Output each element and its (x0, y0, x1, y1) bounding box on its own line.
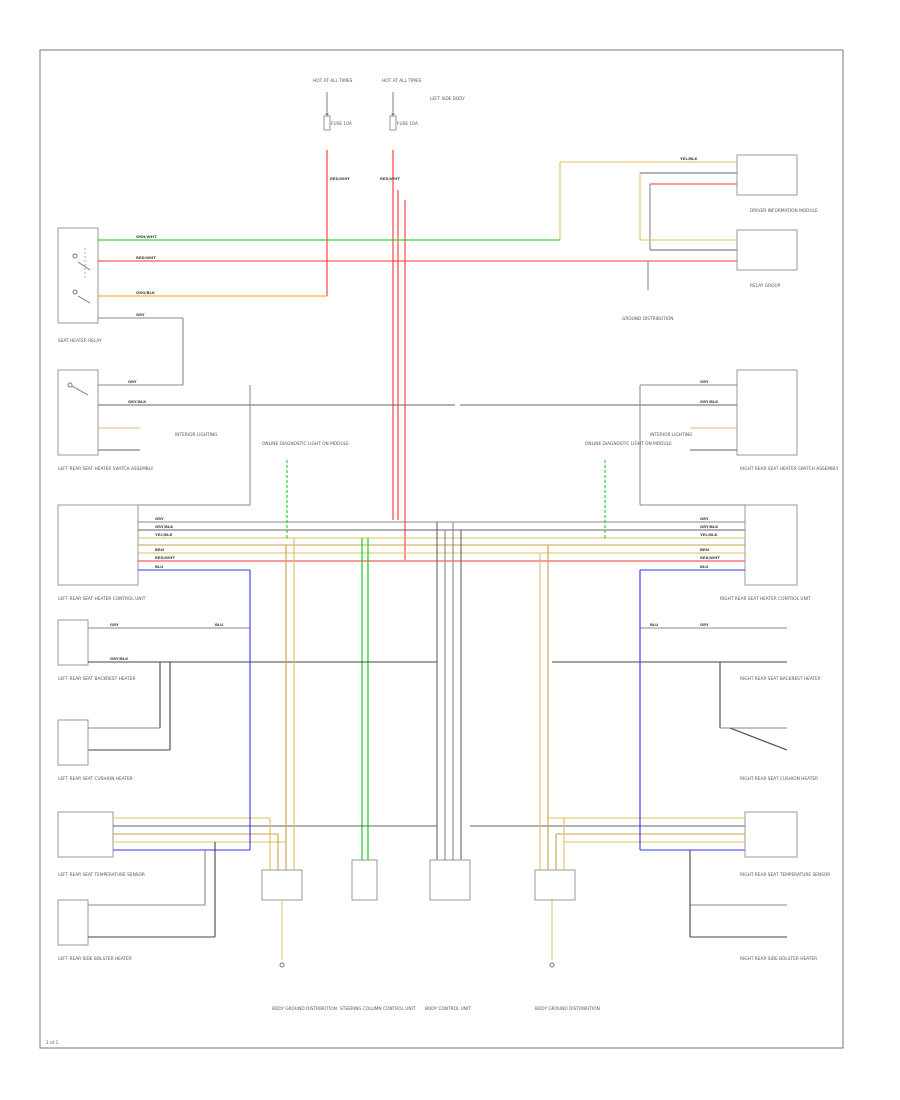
wire-code-yellow-top: YEL/BLK (679, 156, 698, 161)
power-feed-right: HOT AT ALL TIMES FUSE 10A LEFT SIDE BODY… (380, 78, 465, 560)
power-feed-left: HOT AT ALL TIMES FUSE 10A RED/WHT (313, 78, 353, 296)
hot-label-left: HOT AT ALL TIMES (313, 78, 353, 84)
page-id: 1 of 1 (46, 1040, 59, 1046)
ground-top-label: GROUND DISTRIBUTION (622, 316, 674, 322)
wire-code-orange: ORG/BLK (136, 290, 156, 295)
side-note: LEFT SIDE BODY (430, 96, 465, 102)
driver-module-label: DRIVER INFORMATION MODULE (750, 208, 818, 214)
right-module-tag: ONLINE DIAGNOSTIC LIGHT ON MODULE (585, 441, 672, 447)
svg-text:GRY: GRY (700, 516, 709, 521)
right-control-box (744, 504, 798, 586)
wire-code-red-left: RED/WHT (330, 176, 350, 181)
relay-group-box (736, 229, 798, 271)
bottom-label-4: BODY GROUND DISTRIBUTION (535, 1006, 600, 1012)
svg-text:GRY: GRY (155, 516, 164, 521)
svg-text:GRY: GRY (110, 622, 119, 627)
left-control-label: LEFT REAR SEAT HEATER CONTROL UNIT (58, 596, 146, 602)
relay-group-label: RELAY GROUP (750, 283, 781, 289)
svg-text:GRY/BLK: GRY/BLK (110, 656, 129, 661)
right-switch-box (736, 369, 798, 456)
left-backrest-heater-box (57, 619, 89, 666)
diagram-frame (39, 49, 844, 1049)
driver-information-module: YEL/BLK DRIVER INFORMATION MODULE RELAY … (559, 154, 818, 322)
seat-heater-relay: SEAT HEATER RELAY GRN/WHT RED/WHT ORG/BL… (57, 227, 737, 385)
fuse-label-left: FUSE 10A (331, 121, 352, 127)
center-trunk-wires (361, 522, 462, 860)
svg-text:GRY: GRY (700, 622, 709, 627)
wire-code-gray-relay: GRY (136, 312, 145, 317)
left-switch-box (57, 369, 99, 456)
left-cushion-label: LEFT REAR SEAT CUSHION HEATER (58, 776, 133, 782)
svg-text:GRY: GRY (700, 379, 709, 384)
svg-text:RED/WHT: RED/WHT (700, 555, 720, 560)
right-switch-label: RIGHT REAR SEAT HEATER SWITCH ASSEMBLY (740, 466, 839, 472)
bottom-connectors: BODY GROUND DISTRIBUTION STEERING COLUMN… (46, 859, 600, 1046)
svg-text:BLU: BLU (700, 564, 708, 569)
svg-text:YEL/BLK: YEL/BLK (699, 532, 718, 537)
left-temp-sensor-box (57, 811, 114, 858)
wire-code-red-main: RED/WHT (136, 255, 156, 260)
left-backrest-label: LEFT REAR SEAT BACKREST HEATER (58, 676, 135, 682)
svg-text:BRN: BRN (700, 547, 709, 552)
right-temp-sensor-box (744, 811, 798, 858)
relay-box (57, 227, 99, 324)
left-temp-label: LEFT REAR SEAT TEMPERATURE SENSOR (58, 872, 145, 878)
svg-text:GRY/BLK: GRY/BLK (128, 399, 147, 404)
svg-text:RED/WHT: RED/WHT (155, 555, 175, 560)
svg-text:BRN: BRN (155, 547, 164, 552)
left-interior-light-label: INTERIOR LIGHTING (175, 432, 217, 438)
right-rear-switch: GRY GRY/BLK INTERIOR LIGHTING RIGHT REAR… (460, 369, 839, 472)
svg-text:BLU: BLU (215, 622, 223, 627)
bottom-label-2: STEERING COLUMN CONTROL UNIT (340, 1006, 416, 1012)
right-temp-label: RIGHT REAR SEAT TEMPERATURE SENSOR (740, 872, 830, 878)
left-rear-switch: GRY GRY/BLK INTERIOR LIGHTING LEFT REAR … (57, 369, 455, 472)
driver-module-box (736, 154, 798, 196)
left-cushion-heater-box (57, 719, 89, 766)
fuse-label-right: FUSE 10A (397, 121, 418, 127)
right-cushion-label: RIGHT REAR SEAT CUSHION HEATER (740, 776, 818, 782)
left-module-tag: ONLINE DIAGNOSTIC LIGHT ON MODULE (262, 441, 349, 447)
left-control-unit: GRY GRY/BLK YEL/BLK BRN RED/WHT BLU ONLI… (57, 385, 745, 602)
svg-text:GRY/BLK: GRY/BLK (700, 524, 719, 529)
relay-label: SEAT HEATER RELAY (58, 338, 102, 344)
bottom-label-3: BODY CONTROL UNIT (425, 1006, 471, 1012)
hot-label-right: HOT AT ALL TIMES (382, 78, 422, 84)
bottom-label-1: BODY GROUND DISTRIBUTION (272, 1006, 337, 1012)
svg-text:BLU: BLU (155, 564, 163, 569)
wire-code-red-right: RED/WHT (380, 176, 400, 181)
right-backrest-label: RIGHT REAR SEAT BACKREST HEATER (740, 676, 821, 682)
right-control-unit: GRY GRY/BLK YEL/BLK BRN RED/WHT BLU ONLI… (585, 385, 811, 602)
left-control-box (57, 504, 139, 586)
left-heaters: GRY BLU GRY/BLK LEFT REAR SEAT BACKREST … (57, 538, 437, 962)
wire-code-green: GRN/WHT (136, 234, 157, 239)
left-side-heater-box (57, 899, 89, 946)
left-switch-label: LEFT REAR SEAT HEATER SWITCH ASSEMBLY (58, 466, 154, 472)
svg-text:GRY/BLK: GRY/BLK (700, 399, 719, 404)
fuse-right (389, 115, 397, 131)
right-interior-light-label: INTERIOR LIGHTING (650, 432, 692, 438)
right-side-label: RIGHT REAR SIDE BOLSTER HEATER (740, 956, 817, 962)
right-control-label: RIGHT REAR SEAT HEATER CONTROL UNIT (720, 596, 811, 602)
svg-text:GRY: GRY (128, 379, 137, 384)
right-heaters: BLU GRY RIGHT REAR SEAT BACKREST HEATER … (470, 545, 830, 962)
svg-text:BLU: BLU (650, 622, 658, 627)
svg-text:YEL/BLK: YEL/BLK (154, 532, 173, 537)
left-side-label: LEFT REAR SIDE BOLSTER HEATER (58, 956, 132, 962)
svg-text:GRY/BLK: GRY/BLK (155, 524, 174, 529)
fuse-left (323, 115, 331, 131)
